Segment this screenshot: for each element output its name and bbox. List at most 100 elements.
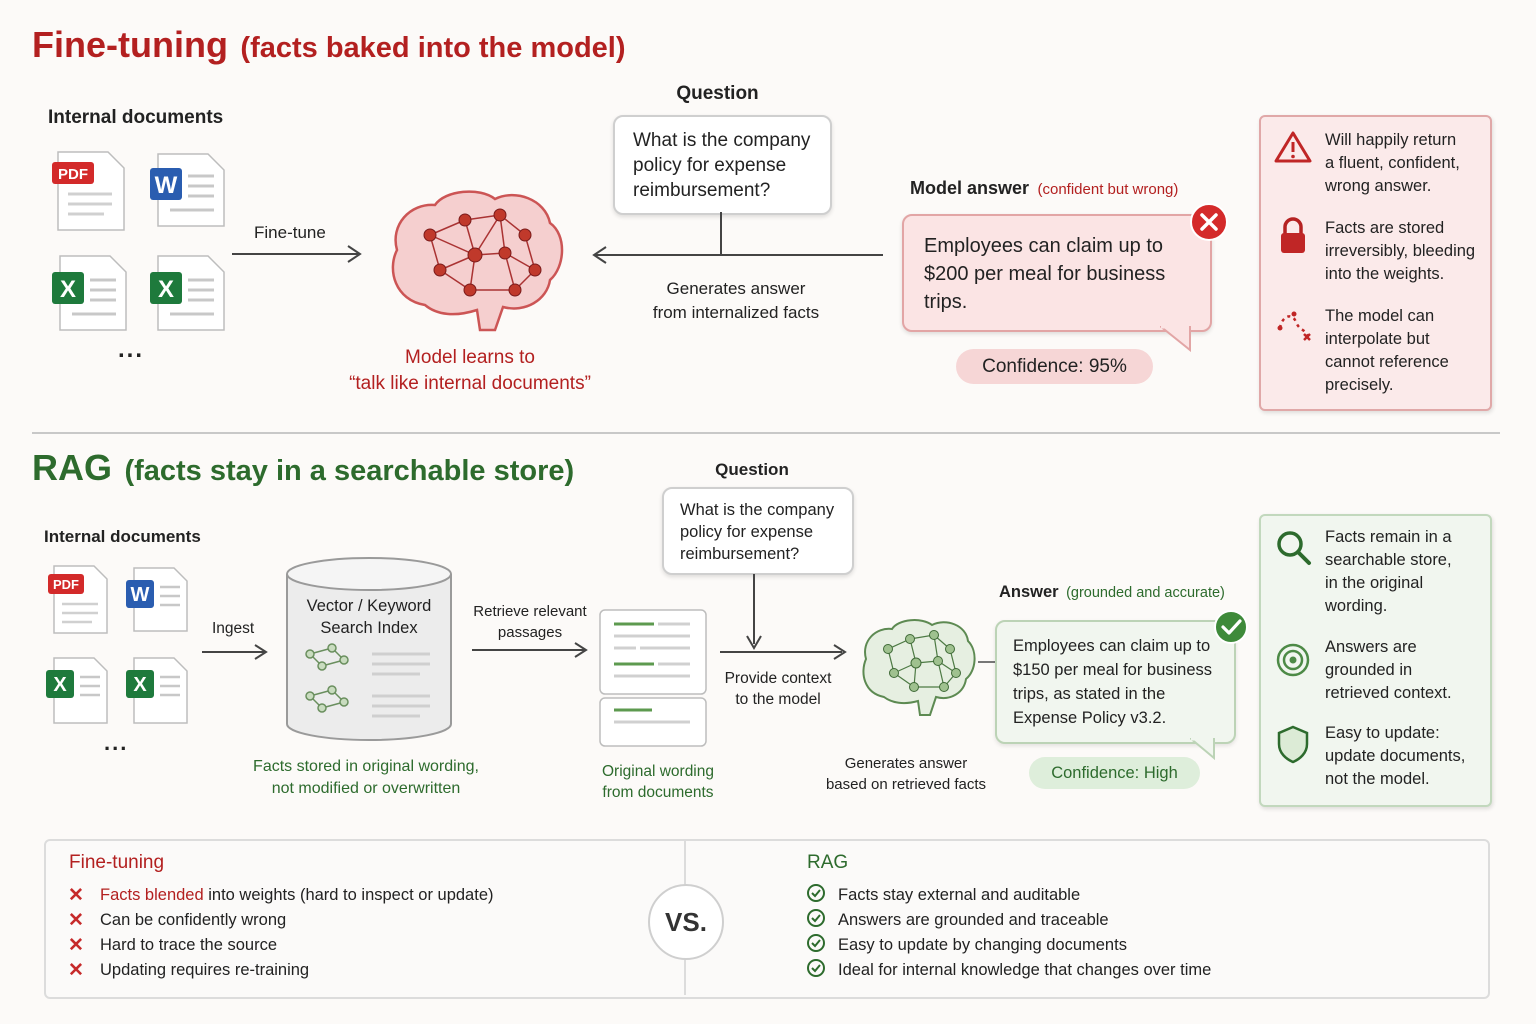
search-index-caption-line2: not modified or overwritten [271, 780, 461, 797]
check-circle-icon [806, 883, 838, 908]
rag-question-bubble: What is the company policy for expense r… [662, 487, 854, 575]
brain-to-answer-connector [978, 661, 996, 663]
list-item: Answers are grounded and traceable [806, 908, 1211, 933]
svg-text:X: X [133, 674, 147, 696]
svg-text:X: X [60, 276, 76, 303]
finetune-side-item-2: Facts are stored irreversibly, bleeding … [1325, 217, 1475, 286]
finetune-side-item-3-line: interpolate but [1325, 330, 1430, 348]
search-index-title: Vector / Keyword Search Index [290, 595, 448, 639]
finetune-answer-note: (confident but wrong) [1037, 181, 1179, 198]
finetune-subtitle: (facts baked into the model) [240, 32, 626, 64]
brain-red-icon [391, 190, 564, 332]
list-item: Ideal for internal knowledge that change… [806, 958, 1211, 983]
retrieve-arrow [472, 642, 588, 658]
rag-question-line2: policy for expense [680, 523, 813, 541]
list-item: ✕ Facts blended into weights (hard to ins… [68, 883, 494, 908]
rag-heading: RAG (facts stay in a searchable store) [32, 447, 574, 489]
rag-answer-heading: Answer (grounded and accurate) [999, 583, 1225, 602]
search-index-database-icon [286, 557, 452, 741]
finetune-side-item-3-line: The model can [1325, 307, 1435, 325]
list-item-text: Answers are grounded and traceable [838, 911, 1109, 929]
word-document-icon: W [126, 567, 188, 632]
rag-side-item-3-line: not the model. [1325, 770, 1430, 788]
finetune-arrow-label: Fine-tune [254, 223, 326, 242]
check-circle-icon [806, 958, 838, 983]
rag-title: RAG [32, 447, 112, 488]
finetune-question-line3: reimbursement? [633, 180, 771, 201]
list-item-text: Can be confidently wrong [100, 911, 287, 929]
cross-icon: ✕ [68, 935, 84, 956]
list-item-text: Ideal for internal knowledge that change… [838, 961, 1212, 979]
list-item: ✕ Can be confidently wrong [68, 908, 494, 933]
finetune-question-bubble: What is the company policy for expense r… [613, 115, 832, 215]
search-index-title-line2: Search Index [320, 619, 418, 637]
comparison-right-title: RAG [807, 852, 849, 873]
finetune-side-item-1-line: wrong answer. [1325, 177, 1432, 195]
provide-context-arrows [720, 574, 847, 660]
check-circle-icon [806, 933, 838, 958]
list-item-highlight: Facts blended [100, 886, 204, 904]
rag-answer-line1: Employees can claim up to [1013, 637, 1211, 655]
svg-text:X: X [158, 276, 174, 303]
list-item-text: into weights (hard to inspect or update) [203, 886, 494, 904]
finetune-side-item-2-line: irreversibly, bleeding [1325, 242, 1476, 260]
rag-answer-label: Answer [999, 583, 1059, 601]
finetune-generates-caption: Generates answer from internalized facts [636, 277, 836, 325]
finetune-answer-line1: Employees can claim up to [924, 235, 1164, 257]
rag-side-item-1-line: Facts remain in a [1325, 528, 1452, 546]
excel-document-icon: X [150, 255, 225, 331]
finetune-generates-line1: Generates answer [666, 279, 806, 298]
rag-answer-line2: $150 per meal for business [1013, 661, 1213, 679]
cross-icon: ✕ [68, 910, 84, 931]
rag-generates-line1: Generates answer [844, 755, 968, 772]
finetune-answer-heading: Model answer (confident but wrong) [910, 178, 1178, 199]
finetune-docs-ellipsis: ... [118, 336, 145, 363]
rag-generates-caption: Generates answer based on retrieved fact… [816, 753, 996, 795]
comparison-left-list: ✕ Facts blended into weights (hard to ins… [68, 883, 494, 983]
search-index-caption: Facts stored in original wording, not mo… [236, 756, 496, 800]
finetune-arrow [232, 245, 362, 263]
rag-confidence-badge: Confidence: High [1029, 757, 1200, 789]
pdf-document-icon: PDF [48, 565, 108, 634]
finetune-answer-tail [1160, 326, 1191, 352]
svg-text:X: X [53, 674, 67, 696]
finetune-title: Fine-tuning [32, 24, 228, 65]
retrieve-caption: Retrieve relevant passages [466, 601, 594, 643]
list-item-text: Hard to trace the source [100, 936, 278, 954]
search-index-caption-line1: Facts stored in original wording, [253, 758, 479, 775]
cross-icon: ✕ [68, 885, 84, 906]
wrong-x-icon [1190, 203, 1228, 241]
rag-question-label: Question [715, 460, 789, 479]
target-icon [1276, 643, 1310, 677]
list-item: ✕ Hard to trace the source [68, 933, 494, 958]
finetune-answer-bubble: Employees can claim up to $200 per meal … [902, 214, 1212, 332]
provide-context-caption: Provide context to the model [720, 668, 836, 710]
section-divider [32, 432, 1500, 434]
finetune-side-item-3: The model can interpolate but cannot ref… [1325, 305, 1449, 397]
rag-side-item-1-line: in the original [1325, 574, 1424, 592]
vs-badge: VS. [648, 884, 724, 960]
finetune-side-item-2-line: Facts are stored [1325, 219, 1445, 237]
rag-side-item-2-line: Answers are [1325, 638, 1417, 656]
rag-side-item-3-line: update documents, [1325, 747, 1466, 765]
finetune-side-item-3-line: cannot reference [1325, 353, 1449, 371]
finetune-question-label: Question [676, 83, 759, 104]
finetune-side-item-1-line: a fluent, confident, [1325, 154, 1460, 172]
list-item-text: Easy to update by changing documents [838, 936, 1127, 954]
scatter-path-icon [1277, 311, 1311, 341]
warning-icon [1274, 131, 1312, 163]
rag-answer-note: (grounded and accurate) [1066, 585, 1225, 601]
finetune-drawbacks-panel [1259, 115, 1492, 411]
rag-side-item-1-line: searchable store, [1325, 551, 1452, 569]
list-item: ✕Updating requires re-training [68, 958, 494, 983]
rag-ingest-arrow [202, 644, 268, 660]
svg-text:PDF: PDF [53, 577, 79, 592]
rag-side-item-2-line: grounded in [1325, 661, 1413, 679]
rag-side-item-2: Answers are grounded in retrieved contex… [1325, 636, 1452, 705]
finetune-answer-line3: trips. [924, 291, 968, 313]
comparison-panel [44, 839, 1490, 999]
finetune-docs-label: Internal documents [48, 107, 224, 128]
rag-side-item-1: Facts remain in a searchable store, in t… [1325, 526, 1452, 618]
finetune-answer-line2: $200 per meal for business [924, 263, 1166, 285]
list-item-text: Facts stay external and auditable [838, 886, 1081, 904]
